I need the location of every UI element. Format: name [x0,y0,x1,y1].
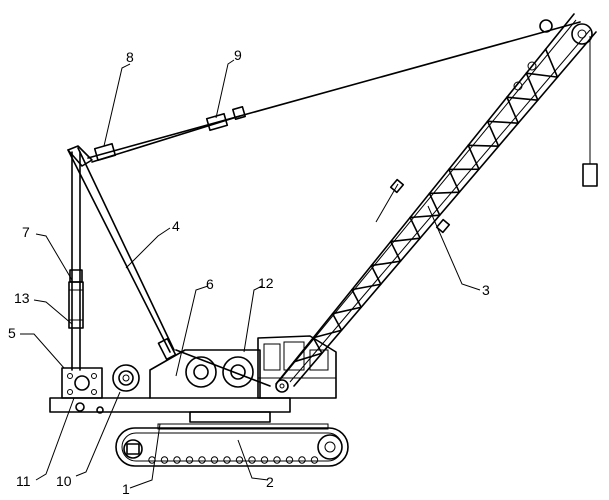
label-9: 9 [234,47,242,63]
label-3: 3 [482,282,490,298]
lattice-boom [275,13,597,393]
label-8: 8 [126,49,134,65]
lacing-member [370,240,402,267]
track-roller [248,456,256,464]
track-roller [235,456,244,464]
track-roller [273,456,281,464]
label-1: 1 [122,481,130,497]
track-rollers [148,456,319,464]
track-roller [160,456,169,464]
boom-lacing [293,48,559,363]
label-12: 12 [258,275,274,291]
track-roller [210,456,219,464]
track-roller [173,456,181,464]
base-frame [49,349,291,423]
label-11: 11 [16,473,31,489]
operator-cab [257,335,337,399]
part-labels: 1 2 3 4 5 6 7 8 9 10 11 12 13 [8,47,490,497]
label-4: 4 [172,218,180,234]
lacing-member [448,144,480,171]
label-2: 2 [266,474,274,490]
track-roller [310,456,319,464]
label-7: 7 [22,224,30,240]
lacing-member [389,216,421,243]
crawler-track [115,423,349,467]
lacing-member [409,192,441,219]
track-roller [185,456,194,464]
mast-frame [67,145,271,387]
track-roller [285,456,294,464]
lacing-member [506,72,539,101]
lacing-member [312,312,343,339]
hoist-line [582,36,598,187]
label-6: 6 [206,276,214,292]
lacing-member [331,288,362,315]
lacing-member [351,264,382,291]
pendant-rods [87,21,581,163]
label-13: 13 [14,290,30,306]
lacing-member [428,168,461,195]
lacing-member [486,96,520,124]
lacing-member [293,336,323,363]
label-5: 5 [8,325,16,341]
track-roller [298,456,306,464]
lacing-member [525,48,559,78]
label-10: 10 [56,473,72,489]
track-roller [223,456,231,464]
lacing-member [467,120,500,147]
leader-lines [20,59,481,489]
track-roller [260,456,269,464]
track-roller [198,456,206,464]
winch-drums [112,356,254,392]
